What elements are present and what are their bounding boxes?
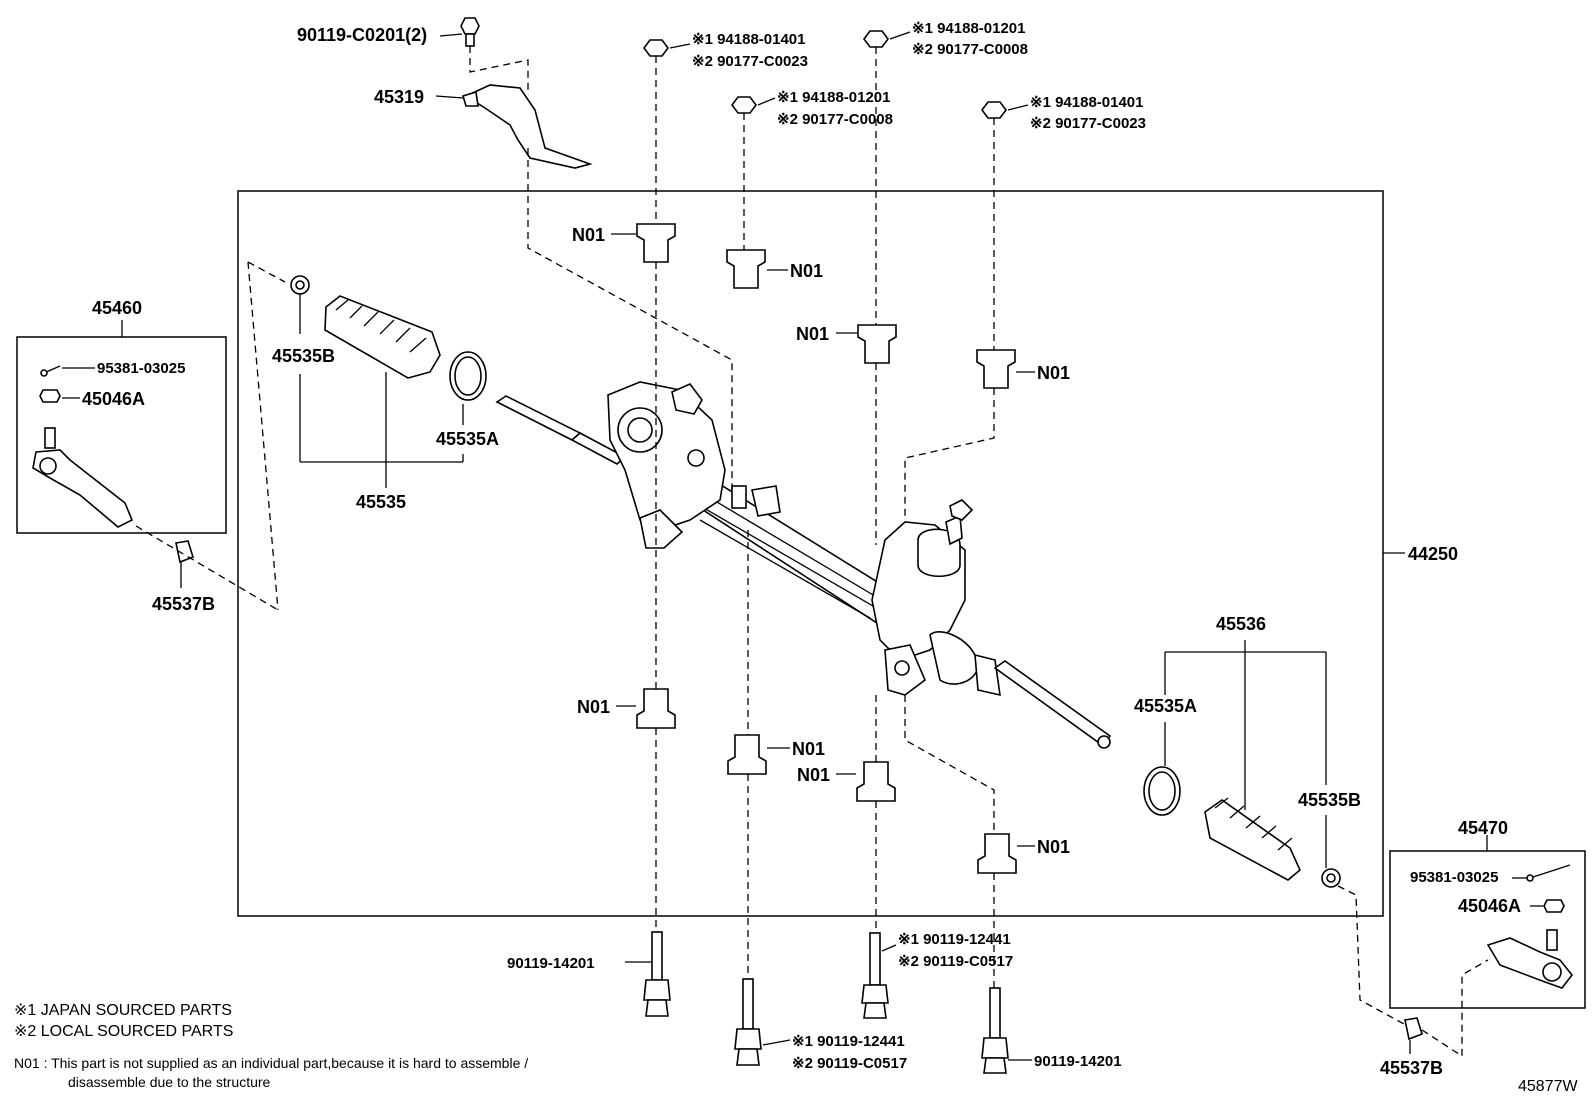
right-nut-label: 45046A [1458,896,1521,916]
right-tie-rod-drawing [1404,864,1574,1041]
nut1-m2-label: ※2 90177-C0023 [692,53,808,70]
grommets-drawing [636,223,1017,874]
bolt2-m1-label: ※1 90119-12441 [898,931,1011,948]
left-cotter-pin-label: 95381-03025 [97,360,185,377]
right-tie-rod-ref: 45470 [1458,818,1508,838]
left-boot-clamp-label: 45535B [272,346,335,366]
bolt4-label: 90119-14201 [1034,1053,1122,1070]
left-tie-rod-drawing [32,365,194,564]
right-boot-clamp-label: 45535B [1298,790,1361,810]
grommet-label-7: N01 [797,765,830,785]
dashed-lines [135,46,1489,1058]
right-boot-band-label: 45535A [1134,696,1197,716]
grommet-label-2: N01 [790,261,823,281]
bottom-bolts-drawing [643,931,1009,1074]
note-local: ※2 LOCAL SOURCED PARTS [14,1023,233,1040]
note-n01-line1: N01 : This part is not supplied as an in… [14,1055,528,1071]
left-boot-band-label: 45535A [436,429,499,449]
grommet-label-5: N01 [577,697,610,717]
left-adapter-label: 45537B [152,594,215,614]
nut1-m1-label: ※1 94188-01401 [692,31,806,48]
right-boot-set-label: 45536 [1216,614,1266,634]
bolt1-label: 90119-14201 [507,955,595,972]
bolt3-m1-label: ※1 90119-12441 [792,1033,905,1050]
grommet-label-8: N01 [1037,837,1070,857]
left-boot-drawing [290,275,487,401]
grommet-label-3: N01 [796,324,829,344]
right-adapter-label: 45537B [1380,1058,1443,1078]
grommet-label-1: N01 [572,225,605,245]
nut3-m2-label: ※2 90177-C0008 [912,41,1028,58]
bracket-label: 45319 [374,87,424,107]
labels: 90119-C0201(2) 45319 ※1 94188-01401 ※2 9… [14,20,1578,1095]
nut2-m2-label: ※2 90177-C0008 [777,111,893,128]
note-n01-line2: disassemble due to the structure [68,1074,271,1090]
assembly-label: 44250 [1408,544,1458,564]
note-japan: ※1 JAPAN SOURCED PARTS [14,1002,232,1019]
grommet-label-6: N01 [792,739,825,759]
nut2-m1-label: ※1 94188-01201 [777,89,891,106]
right-boot-drawing [1143,766,1341,888]
bracket-bolt-label: 90119-C0201(2) [297,25,427,45]
nut4-m2-label: ※2 90177-C0023 [1030,115,1146,132]
nut4-m1-label: ※1 94188-01401 [1030,94,1144,111]
top-nuts-drawing [643,30,1007,119]
leader-lines [62,31,1543,1061]
steering-rack-drawing [495,381,1112,749]
bolt2-m2-label: ※2 90119-C0517 [898,953,1013,970]
right-cotter-pin-label: 95381-03025 [1410,869,1498,886]
grommet-label-4: N01 [1037,363,1070,383]
left-nut-label: 45046A [82,389,145,409]
left-tie-rod-ref: 45460 [92,298,142,318]
left-boot-set-label: 45535 [356,492,406,512]
diagram-code: 45877W [1518,1078,1578,1095]
bracket-drawing [460,17,593,169]
bolt3-m2-label: ※2 90119-C0517 [792,1055,907,1072]
nut3-m1-label: ※1 94188-01201 [912,20,1026,37]
